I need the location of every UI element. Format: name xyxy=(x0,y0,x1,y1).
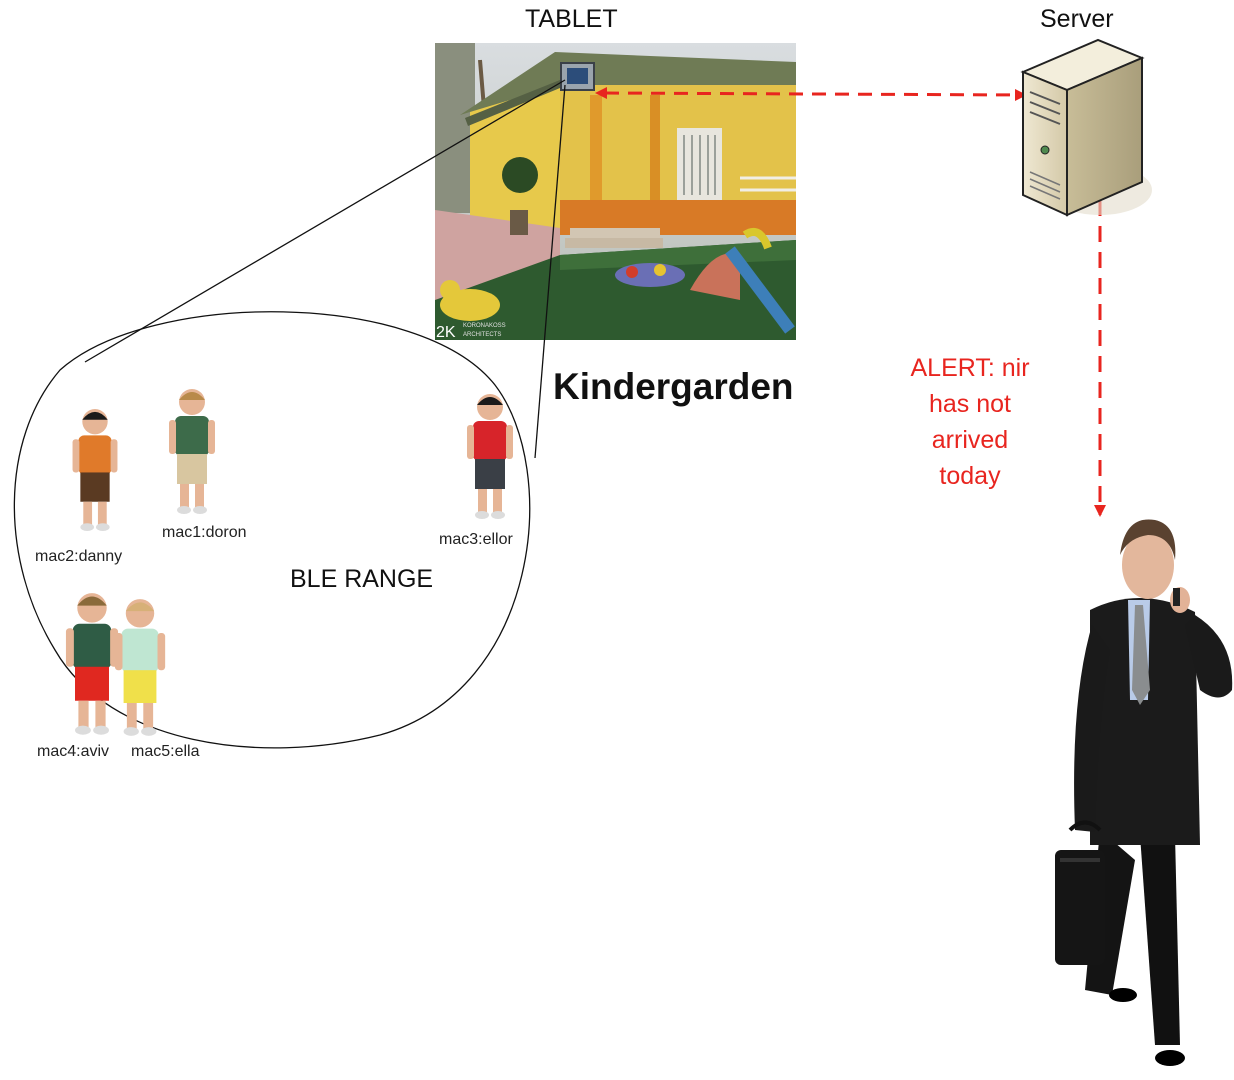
child-figure-mac3 xyxy=(467,394,513,519)
kindergarden-label: Kindergarden xyxy=(553,366,794,407)
child-figure-mac5 xyxy=(114,599,166,736)
child-label-aviv: mac4:aviv xyxy=(37,743,110,760)
range-beam-lower xyxy=(534,84,566,459)
child-label-doron: mac1:doron xyxy=(162,524,247,541)
child-figure-mac1 xyxy=(169,389,215,514)
child-label-danny: mac2:danny xyxy=(35,548,123,565)
alert-message: ALERT: nir has not arrived today xyxy=(890,350,1050,494)
alert-line-2: has not xyxy=(928,390,1011,418)
range-beam-upper xyxy=(84,79,566,363)
alert-line-1: ALERT: nir xyxy=(910,354,1030,382)
photo-watermark-line1: KORONAKOSS xyxy=(463,323,506,329)
ble-range-zone xyxy=(13,79,566,749)
child-label-ellor: mac3:ellor xyxy=(439,531,513,548)
ble-range-outline xyxy=(13,311,531,749)
alert-line-4: today xyxy=(939,462,1001,490)
ble-range-label: BLE RANGE xyxy=(290,565,434,593)
photo-watermark: 2K xyxy=(436,324,456,341)
server-tower-icon xyxy=(1020,38,1152,217)
child-figure-mac4 xyxy=(65,593,119,735)
alert-line-3: arrived xyxy=(931,426,1009,454)
child-figure-mac2 xyxy=(72,408,118,532)
child-label-ella: mac5:ella xyxy=(131,743,200,760)
tablet-label: TABLET xyxy=(525,5,618,33)
server-label: Server xyxy=(1040,5,1114,33)
parent-figure xyxy=(1055,519,1233,1066)
tablet-server-link xyxy=(595,87,1027,101)
kindergarden-photo xyxy=(435,43,796,340)
photo-watermark-line2: ARCHITECTS xyxy=(463,332,501,338)
